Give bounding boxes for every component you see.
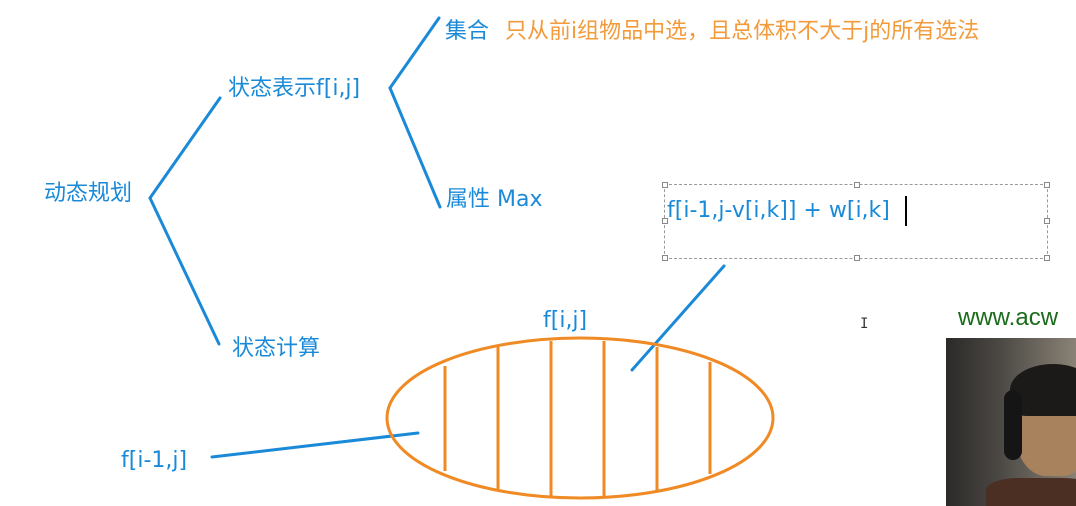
- resize-handle[interactable]: [854, 182, 860, 188]
- resize-handle[interactable]: [662, 182, 668, 188]
- webcam-person-shirt: [986, 478, 1076, 506]
- ellipse-top-label: f[i,j]: [543, 310, 587, 332]
- state-repr-label: 状态表示f[i,j]: [228, 78, 360, 100]
- resize-handle[interactable]: [662, 255, 668, 261]
- connector-state-repr-to-attribute: [390, 88, 440, 207]
- attribute-label: 属性 Max: [446, 189, 542, 211]
- set-label: 集合: [445, 21, 489, 43]
- resize-handle[interactable]: [1044, 218, 1050, 224]
- resize-handle[interactable]: [1044, 255, 1050, 261]
- resize-handle[interactable]: [1044, 182, 1050, 188]
- webcam-overlay: [946, 338, 1076, 506]
- state-calc-label: 状态计算: [232, 338, 320, 360]
- left-label-pointer-line: [212, 433, 418, 457]
- root-label: 动态规划: [44, 183, 132, 205]
- formula-text[interactable]: f[i-1,j-v[i,k]] + w[i,k]: [667, 200, 890, 222]
- set-description: 只从前i组物品中选，且总体积不大于j的所有选法: [505, 21, 979, 43]
- headphone-icon: [1004, 390, 1022, 460]
- ibeam-cursor-icon: I: [860, 316, 868, 332]
- ellipse-left-label: f[i-1,j]: [121, 450, 187, 472]
- text-caret: [905, 196, 907, 226]
- resize-handle[interactable]: [854, 255, 860, 261]
- watermark-text: www.acw: [958, 306, 1058, 330]
- connector-state-repr-to-set: [390, 18, 439, 88]
- formula-pointer-line: [632, 266, 724, 370]
- connector-root-to-state-repr: [150, 98, 220, 198]
- connector-root-to-state-calc: [150, 198, 219, 344]
